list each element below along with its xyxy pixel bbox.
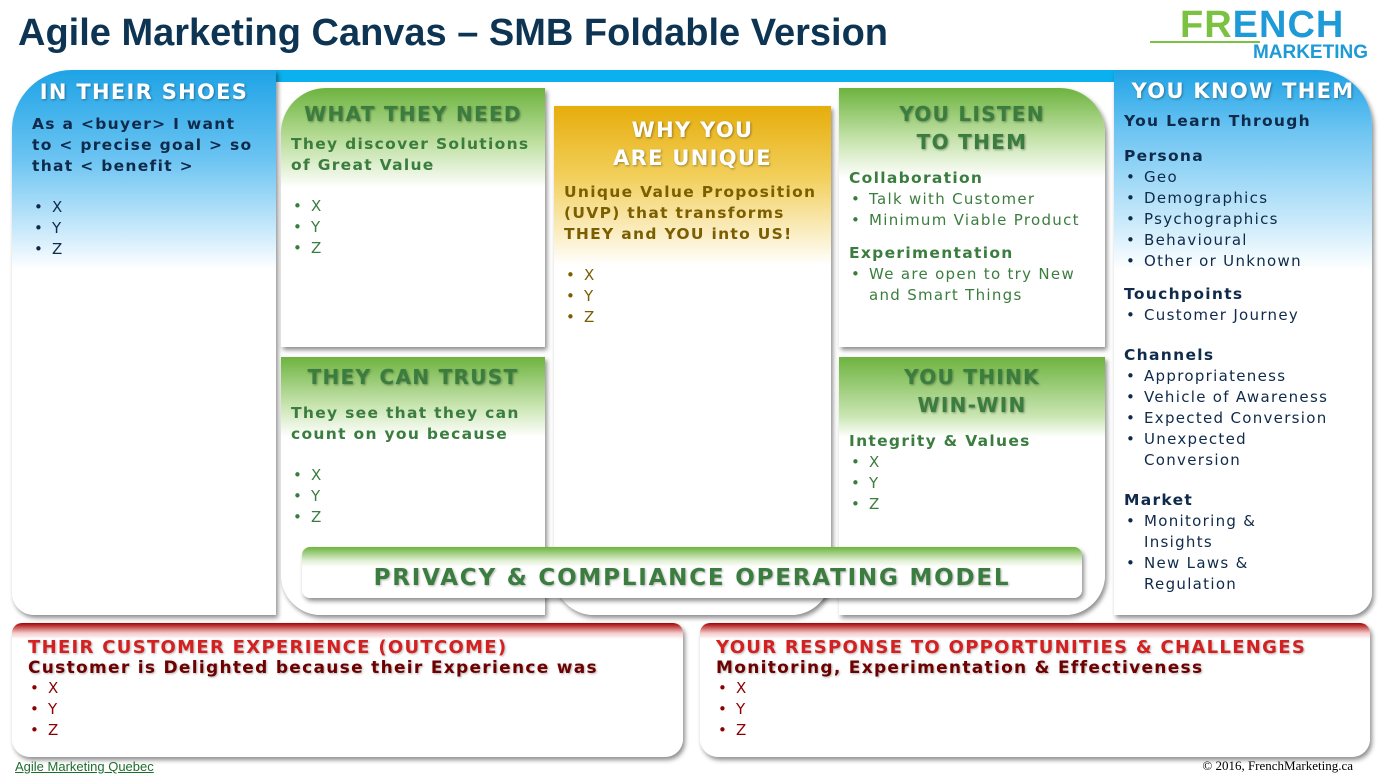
section-title: Persona (1124, 147, 1204, 165)
item-list: X Y Z (716, 678, 1354, 741)
list-item: X (849, 452, 1095, 473)
privacy-compliance-banner: PRIVACY & COMPLIANCE OPERATING MODEL (302, 547, 1082, 598)
why-you-are-unique-panel: WHY YOU ARE UNIQUE Unique Value Proposit… (554, 106, 831, 615)
item-list: Geo Demographics Psychographics Behaviou… (1124, 167, 1362, 272)
panel-text: You Learn Through (1124, 112, 1311, 130)
item-list: Customer Journey (1124, 305, 1362, 326)
list-item: X (32, 197, 256, 218)
item-list: X Y Z (849, 452, 1095, 515)
list-item: Customer Journey (1124, 305, 1362, 326)
list-item: Z (716, 720, 1354, 741)
panel-subtitle: Monitoring, Experimentation & Effectiven… (716, 658, 1204, 678)
panel-title: YOU LISTEN TO THEM (899, 102, 1045, 154)
panel-subtitle: Customer is Delighted because their Expe… (28, 658, 598, 678)
list-item: Vehicle of Awareness (1124, 387, 1362, 408)
item-list: X Y Z (291, 196, 535, 259)
item-list: We are open to try New and Smart Things (849, 264, 1095, 306)
item-list: Monitoring & Insights New Laws & Regulat… (1124, 511, 1362, 595)
list-item: X (28, 678, 667, 699)
list-item: We are open to try New and Smart Things (849, 264, 1095, 306)
list-item: Y (716, 699, 1354, 720)
item-list: X Y Z (291, 465, 535, 528)
list-item: X (564, 265, 821, 286)
you-know-them-panel: YOU KNOW THEM You Learn Through Persona … (1114, 70, 1372, 615)
top-bar (270, 70, 1120, 82)
response-panel: YOUR RESPONSE TO OPPORTUNITIES & CHALLEN… (700, 623, 1370, 757)
panel-title: IN THEIR SHOES (39, 80, 249, 104)
agile-marketing-quebec-link[interactable]: Agile Marketing Quebec (15, 759, 154, 774)
panel-text: They see that they can count on you beca… (291, 404, 520, 443)
list-item: Expected Conversion (1124, 408, 1362, 429)
section-title: Channels (1124, 346, 1215, 364)
panel-title: WHAT THEY NEED (304, 102, 522, 126)
list-item: Z (28, 720, 667, 741)
list-item: Z (291, 238, 535, 259)
panel-text: Unique Value Proposition (UVP) that tran… (564, 183, 817, 243)
section-title: Collaboration (849, 169, 984, 187)
what-they-need-panel: WHAT THEY NEED They discover Solutions o… (281, 88, 545, 347)
list-item: Behavioural (1124, 230, 1362, 251)
in-their-shoes-panel: IN THEIR SHOES As a <buyer> I want to < … (12, 70, 276, 615)
item-list: X Y Z (564, 265, 821, 328)
section-title: Touchpoints (1124, 285, 1244, 303)
list-item: New Laws & Regulation (1124, 553, 1362, 595)
list-item: X (291, 196, 535, 217)
section-title: Market (1124, 491, 1194, 509)
list-item: Y (849, 473, 1095, 494)
list-item: Demographics (1124, 188, 1362, 209)
panel-title: YOUR RESPONSE TO OPPORTUNITIES & CHALLEN… (716, 637, 1307, 658)
panel-title: YOU THINK WIN-WIN (904, 365, 1040, 417)
page-title: Agile Marketing Canvas – SMB Foldable Ve… (18, 12, 889, 54)
customer-experience-panel: THEIR CUSTOMER EXPERIENCE (OUTCOME) Cust… (12, 623, 683, 757)
list-item: Z (291, 507, 535, 528)
item-list: Appropriateness Vehicle of Awareness Exp… (1124, 366, 1362, 471)
list-item: Psychographics (1124, 209, 1362, 230)
list-item: Unexpected Conversion (1124, 429, 1362, 471)
list-item: Z (32, 239, 256, 260)
section-title: Experimentation (849, 244, 1014, 262)
list-item: X (291, 465, 535, 486)
you-listen-to-them-panel: YOU LISTEN TO THEM Collaboration Talk wi… (839, 88, 1105, 347)
panel-text: They discover Solutions of Great Value (291, 135, 530, 174)
copyright: © 2016, FrenchMarketing.ca (1202, 758, 1353, 773)
item-list: X Y Z (32, 197, 256, 260)
panel-title: THEY CAN TRUST (307, 365, 519, 389)
panel-title: WHY YOU ARE UNIQUE (613, 118, 772, 170)
panel-title: THEIR CUSTOMER EXPERIENCE (OUTCOME) (28, 637, 508, 658)
list-item: Y (564, 286, 821, 307)
list-item: Y (28, 699, 667, 720)
french-marketing-logo: FRENCH MARKETING (1150, 4, 1370, 66)
list-item: Z (849, 494, 1095, 515)
list-item: Y (291, 217, 535, 238)
list-item: Minimum Viable Product (849, 210, 1095, 231)
panel-text: Integrity & Values (849, 432, 1031, 450)
list-item: Z (564, 307, 821, 328)
list-item: Monitoring & Insights (1124, 511, 1362, 553)
list-item: Appropriateness (1124, 366, 1362, 387)
panel-text: As a <buyer> I want to < precise goal > … (32, 115, 253, 175)
list-item: Y (291, 486, 535, 507)
list-item: Y (32, 218, 256, 239)
item-list: X Y Z (28, 678, 667, 741)
item-list: Talk with Customer Minimum Viable Produc… (849, 189, 1095, 231)
list-item: Talk with Customer (849, 189, 1095, 210)
panel-title: YOU KNOW THEM (1131, 79, 1355, 103)
list-item: Other or Unknown (1124, 251, 1362, 272)
list-item: Geo (1124, 167, 1362, 188)
list-item: X (716, 678, 1354, 699)
